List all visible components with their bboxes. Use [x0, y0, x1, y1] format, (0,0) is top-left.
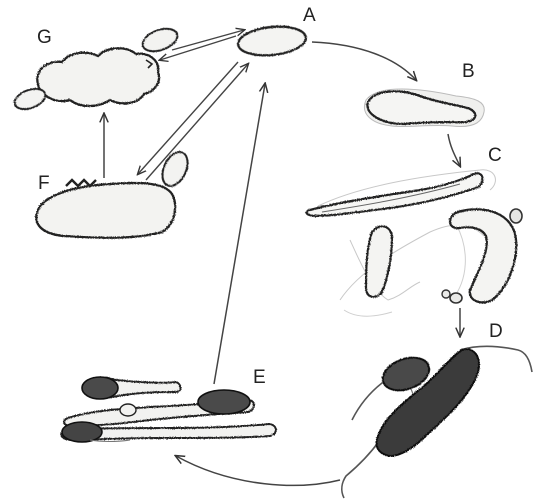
- stage-b-germinating: [364, 89, 484, 127]
- arrow-d-to-e: [176, 456, 340, 485]
- stage-d-sporangia: [342, 346, 532, 498]
- stage-c-hyphae: [307, 170, 522, 316]
- label-g: G: [37, 28, 52, 47]
- stage-f-budding-body: [36, 148, 192, 238]
- label-d: D: [489, 322, 503, 341]
- label-e: E: [253, 368, 266, 387]
- label-f: F: [38, 174, 50, 193]
- label-a: A: [303, 6, 316, 25]
- label-b: B: [462, 62, 475, 81]
- arrow-b-to-c: [448, 134, 460, 166]
- arrow-a-to-b: [312, 42, 416, 80]
- label-c: C: [488, 146, 502, 165]
- stage-a-spore: [237, 24, 308, 59]
- stage-e-tubes: [61, 377, 276, 442]
- arrow-g-to-a: [172, 30, 244, 50]
- arrow-f-to-a: [146, 64, 248, 180]
- arrow-e-to-a: [214, 84, 265, 384]
